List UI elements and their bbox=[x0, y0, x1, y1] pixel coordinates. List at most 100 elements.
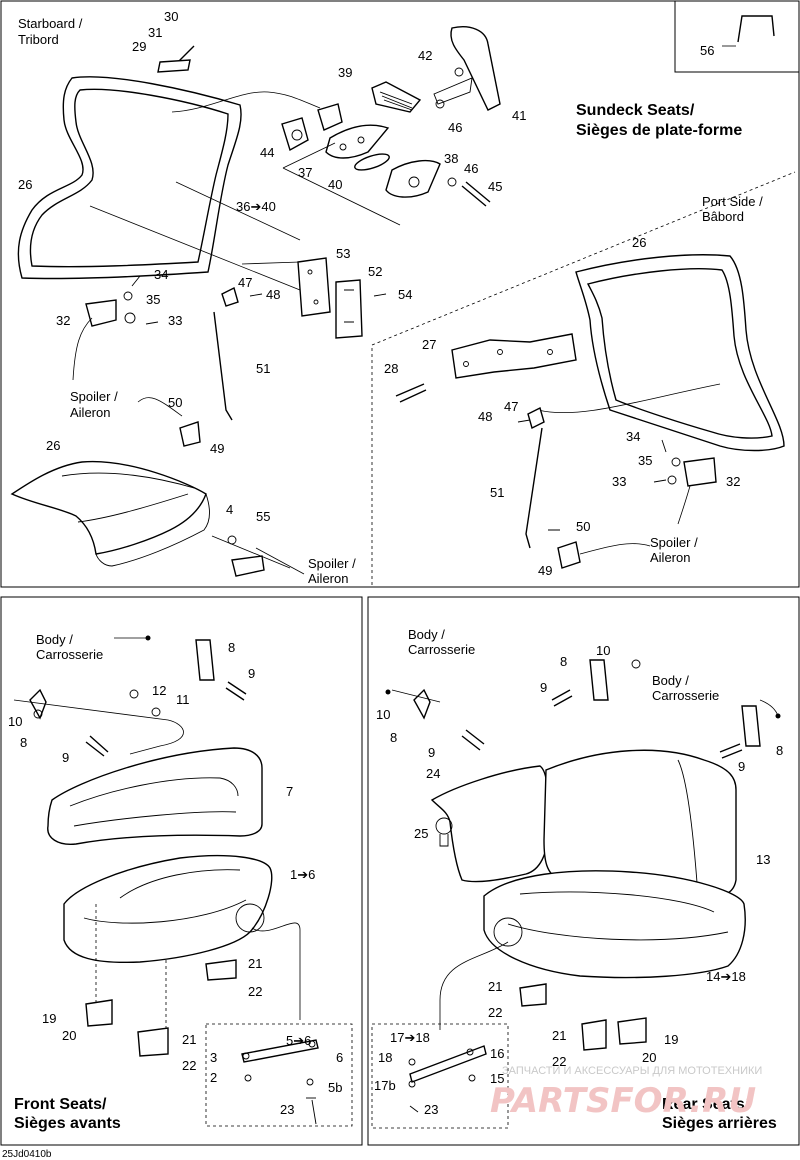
watermark-tagline: ЗАПЧАСТИ И АКСЕССУАРЫ ДЛЯ МОТОТЕХНИКИ bbox=[502, 1065, 762, 1077]
callout: 14➔18 bbox=[706, 969, 746, 984]
rear-body-label-b-line1: Body / bbox=[652, 673, 689, 688]
callout: 8 bbox=[776, 743, 783, 758]
port-hardware bbox=[395, 333, 717, 569]
callout: 22 bbox=[488, 1005, 502, 1020]
callout: 40 bbox=[328, 177, 342, 192]
callout: 50 bbox=[576, 519, 590, 534]
callout: 27 bbox=[422, 337, 436, 352]
callout: 42 bbox=[418, 48, 432, 63]
callout: 28 bbox=[384, 361, 398, 376]
rear-body-label-a-line1: Body / bbox=[408, 627, 445, 642]
front-title-line2: Sièges avants bbox=[14, 1115, 121, 1132]
callout: 2 bbox=[210, 1070, 217, 1085]
callout: 51 bbox=[256, 361, 270, 376]
sundeck-text: Sundeck Seats/ Sièges de plate-forme Sta… bbox=[18, 16, 763, 586]
callout: 19 bbox=[42, 1011, 56, 1026]
callout: 7 bbox=[286, 784, 293, 799]
callout: 9 bbox=[248, 666, 255, 681]
callout: 49 bbox=[210, 441, 224, 456]
callout: 34 bbox=[154, 267, 168, 282]
callout: 4 bbox=[226, 502, 233, 517]
callout: 21 bbox=[552, 1028, 566, 1043]
callout: 22 bbox=[248, 984, 262, 999]
front-panel-frame bbox=[0, 596, 363, 1146]
callout: 48 bbox=[266, 287, 280, 302]
spoiler-label-a-line2: Aileron bbox=[70, 405, 110, 420]
callout: 5b bbox=[328, 1080, 342, 1095]
callouts-rear: 10 8 9 10 8 9 8 9 24 25 13 14➔18 21 22 1… bbox=[374, 643, 783, 1117]
callout: 6 bbox=[336, 1050, 343, 1065]
callout: 35 bbox=[638, 453, 652, 468]
callout: 26 bbox=[632, 235, 646, 250]
callout: 5➔6 bbox=[286, 1033, 311, 1048]
callout: 37 bbox=[298, 165, 312, 180]
rear-title-line2: Sièges arrières bbox=[662, 1115, 777, 1132]
starboard-label-line1: Starboard / bbox=[18, 16, 83, 31]
callout: 21 bbox=[182, 1032, 196, 1047]
port-side-divider bbox=[371, 171, 796, 585]
callout: 21 bbox=[488, 979, 502, 994]
callout: 1➔6 bbox=[290, 867, 315, 882]
front-body-label-line2: Carrosserie bbox=[36, 647, 103, 662]
callout: 26 bbox=[18, 177, 32, 192]
backrest-arrows bbox=[89, 91, 321, 291]
starboard-hinge-brackets bbox=[72, 257, 387, 447]
callout: 9 bbox=[62, 750, 69, 765]
inset-part-56 bbox=[722, 15, 775, 47]
callout: 10 bbox=[8, 714, 22, 729]
rear-panel-frame bbox=[367, 596, 800, 1146]
callout: 44 bbox=[260, 145, 274, 160]
callout: 45 bbox=[488, 179, 502, 194]
front-text: Front Seats/ Sièges avants Body / Carros… bbox=[14, 632, 121, 1132]
callout: 20 bbox=[62, 1028, 76, 1043]
callout: 20 bbox=[642, 1050, 656, 1065]
callout: 32 bbox=[726, 474, 740, 489]
figure-code: 25Jd0410b bbox=[2, 1149, 52, 1160]
callout: 51 bbox=[490, 485, 504, 500]
callout: 29 bbox=[132, 39, 146, 54]
sundeck-title-line1: Sundeck Seats/ bbox=[576, 102, 695, 119]
callout: 9 bbox=[738, 759, 745, 774]
front-title-line1: Front Seats/ bbox=[14, 1096, 107, 1113]
callout: 13 bbox=[756, 852, 770, 867]
callouts-sundeck: 30 31 29 42 39 41 44 46 38 37 46 40 45 2… bbox=[18, 9, 740, 578]
callout: 53 bbox=[336, 246, 350, 261]
callout: 39 bbox=[338, 65, 352, 80]
callout: 8 bbox=[390, 730, 397, 745]
spoiler-label-b-line2: Aileron bbox=[308, 571, 348, 586]
callout: 9 bbox=[540, 680, 547, 695]
callout: 33 bbox=[168, 313, 182, 328]
callout: 52 bbox=[368, 264, 382, 279]
callout: 3 bbox=[210, 1050, 217, 1065]
port-label-line2: Bâbord bbox=[702, 209, 744, 224]
callout: 30 bbox=[164, 9, 178, 24]
callouts-front: 8 9 12 11 10 8 9 7 1➔6 21 22 19 20 21 22… bbox=[8, 640, 343, 1117]
sundeck-title-line2: Sièges de plate-forme bbox=[576, 122, 742, 139]
callout: 56 bbox=[700, 43, 714, 58]
callout: 10 bbox=[376, 707, 390, 722]
callout: 38 bbox=[444, 151, 458, 166]
callout: 12 bbox=[152, 683, 166, 698]
front-body-label-line1: Body / bbox=[36, 632, 73, 647]
port-label-line1: Port Side / bbox=[702, 194, 763, 209]
callout: 55 bbox=[256, 509, 270, 524]
sundeck-panel-frame bbox=[0, 0, 800, 588]
callout: 31 bbox=[148, 25, 162, 40]
callout: 23 bbox=[280, 1102, 294, 1117]
callout: 22 bbox=[182, 1058, 196, 1073]
callout: 49 bbox=[538, 563, 552, 578]
starboard-label-line2: Tribord bbox=[18, 32, 59, 47]
rear-text: Rear Seats/ Sièges arrières Body / Carro… bbox=[408, 627, 777, 1132]
callout: 46 bbox=[464, 161, 478, 176]
port-backrest-frame bbox=[537, 254, 785, 452]
starboard-backrest-frame bbox=[17, 76, 242, 280]
rear-seat-drawing bbox=[371, 659, 781, 1129]
callout: 17➔18 bbox=[390, 1030, 430, 1045]
callout: 32 bbox=[56, 313, 70, 328]
callout: 10 bbox=[596, 643, 610, 658]
callout: 21 bbox=[248, 956, 262, 971]
rear-body-label-b-line2: Carrosserie bbox=[652, 688, 719, 703]
callout: 54 bbox=[398, 287, 412, 302]
callout: 34 bbox=[626, 429, 640, 444]
callout: 47 bbox=[238, 275, 252, 290]
